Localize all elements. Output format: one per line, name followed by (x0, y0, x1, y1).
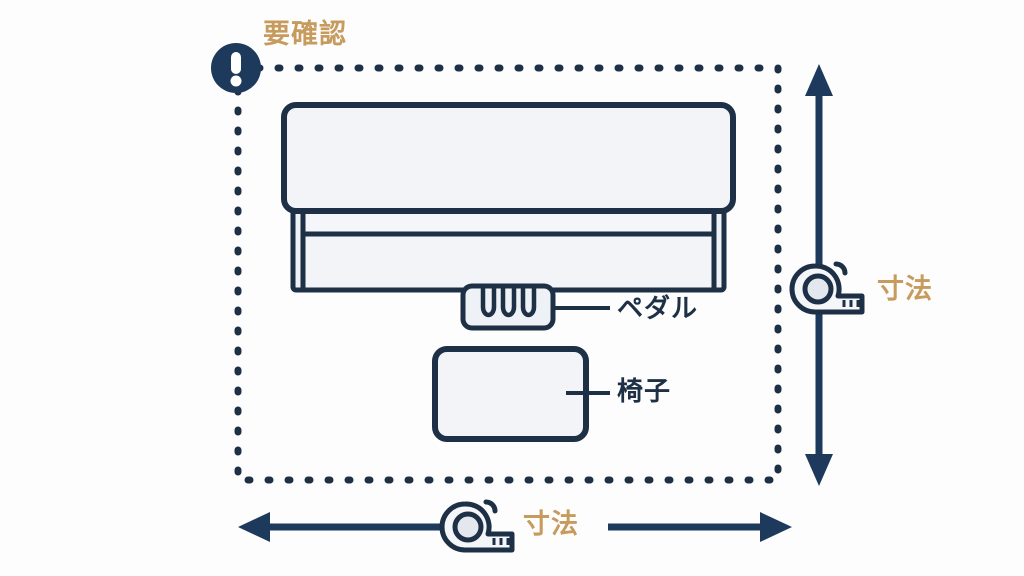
dashed-clearance-boundary (234, 64, 782, 484)
warning-label: 要確認 (263, 19, 347, 49)
tape-bottom-spool (452, 511, 484, 543)
warning-bar (231, 52, 241, 74)
double-arrow-horizontal-icon (238, 512, 792, 542)
piano-pedals (460, 283, 556, 331)
exclamation-circle-icon (211, 43, 261, 93)
vertical-arrow-head-down (805, 454, 833, 486)
piano-upper-cabinet (281, 102, 736, 214)
vertical-arrow-head-up (805, 64, 833, 96)
dimension-label-horizontal: 寸法 (523, 509, 579, 539)
pedal-box (460, 283, 556, 331)
pedal-center-icon (500, 285, 517, 318)
piano-bench (432, 346, 589, 442)
upright-piano (281, 102, 736, 293)
tape-measure-icon-right (789, 261, 865, 315)
chair-rect (432, 346, 589, 442)
dimension-label-vertical: 寸法 (877, 274, 933, 304)
tape-measure-icon-bottom (439, 499, 515, 553)
pedal-right-icon (520, 285, 537, 318)
warning-dot (230, 75, 242, 87)
horizontal-arrow-head-left (238, 512, 270, 542)
tape-right-knob (833, 261, 848, 276)
pedal-left-icon (480, 285, 497, 318)
pedal-label: ペダル (617, 293, 699, 323)
horizontal-arrow-head-right (760, 512, 792, 542)
tape-bottom-knob (483, 499, 498, 514)
piano-lower-panel (300, 229, 717, 293)
tape-right-spool (802, 273, 834, 305)
chair-label: 椅子 (617, 376, 672, 406)
